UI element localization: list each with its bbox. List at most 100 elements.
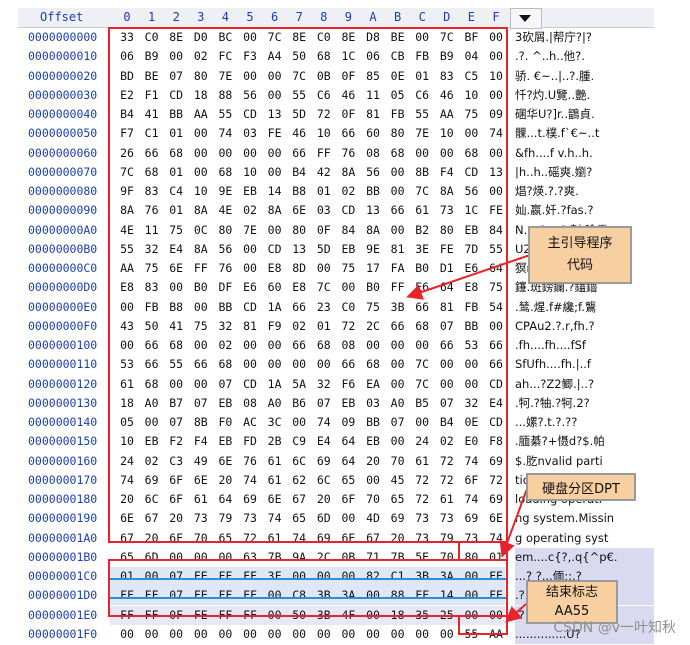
hex-byte[interactable]: C0 — [341, 299, 356, 314]
hex-byte[interactable]: 68 — [390, 145, 405, 160]
hex-byte[interactable]: 69 — [316, 453, 331, 468]
hex-byte[interactable]: C6 — [415, 87, 430, 102]
hex-byte[interactable]: CD — [169, 87, 184, 102]
row-text-preview[interactable]: 3砍屑.|帮庁?|? — [515, 30, 592, 44]
hex-byte[interactable]: 8E — [292, 30, 307, 44]
hex-byte[interactable]: 00 — [341, 626, 356, 641]
hex-byte[interactable]: FF — [144, 607, 159, 622]
hex-byte[interactable]: 83 — [144, 184, 159, 198]
hex-byte[interactable]: 74 — [218, 126, 233, 141]
hex-byte[interactable]: 41 — [169, 318, 184, 333]
hex-byte[interactable]: 7C — [120, 164, 134, 179]
hex-byte[interactable]: 7C — [267, 30, 282, 44]
hex-byte[interactable]: 24 — [415, 434, 430, 449]
hex-byte[interactable]: FE — [439, 241, 454, 256]
hex-byte[interactable]: 46 — [341, 87, 356, 102]
hex-byte[interactable]: 73 — [439, 203, 454, 218]
hex-byte[interactable]: E8 — [292, 280, 307, 295]
hex-byte[interactable]: 50 — [292, 607, 307, 622]
hex-byte[interactable]: 61 — [193, 492, 208, 506]
hex-byte[interactable]: 00 — [415, 30, 430, 44]
hex-byte[interactable]: 76 — [144, 203, 159, 218]
hex-byte[interactable]: 07 — [390, 415, 405, 429]
hex-byte[interactable]: 4E — [120, 222, 134, 237]
hex-byte[interactable]: 00 — [267, 68, 282, 83]
hex-byte[interactable]: C0 — [144, 30, 159, 44]
hex-byte[interactable]: 74 — [464, 492, 479, 506]
hex-byte[interactable]: BB — [464, 318, 479, 333]
hex-byte[interactable]: 10 — [243, 164, 257, 179]
hex-byte[interactable]: A0 — [267, 395, 282, 410]
hex-byte[interactable]: 09 — [341, 415, 356, 429]
hex-byte[interactable]: 11 — [144, 222, 159, 237]
row-text-preview[interactable]: 焻?煐.?.?爽. — [515, 184, 579, 198]
hex-byte[interactable]: 00 — [144, 415, 159, 429]
hex-byte[interactable]: FF — [193, 261, 208, 275]
hex-byte[interactable]: 00 — [267, 145, 282, 160]
hex-byte[interactable]: 7C — [415, 184, 430, 198]
hex-byte[interactable]: 83 — [144, 280, 159, 295]
hex-byte[interactable]: 00 — [193, 145, 208, 160]
hex-byte[interactable]: 7E — [243, 222, 257, 237]
hex-byte[interactable]: 02 — [292, 318, 307, 333]
hex-byte[interactable]: 72 — [489, 472, 503, 487]
hex-byte[interactable]: DF — [218, 280, 233, 295]
hex-byte[interactable]: 68 — [169, 338, 184, 352]
hex-byte[interactable]: 20 — [316, 492, 331, 506]
hex-byte[interactable]: 0F — [341, 107, 356, 121]
hex-byte[interactable]: 7C — [415, 357, 430, 372]
hex-byte[interactable]: EB — [218, 395, 233, 410]
hex-byte[interactable]: 00 — [415, 338, 430, 352]
hex-byte[interactable]: BE — [390, 30, 405, 44]
hex-byte[interactable]: 3E — [415, 241, 430, 256]
hex-byte[interactable]: 10 — [489, 68, 503, 83]
hex-byte[interactable]: 0B — [316, 68, 331, 83]
hex-byte[interactable]: 75 — [341, 261, 356, 275]
row-text-preview[interactable]: .fh....fh....fSf — [515, 338, 586, 352]
row-text-preview[interactable]: ah...?Z2鲫.|..? — [515, 376, 595, 391]
hex-byte[interactable]: B2 — [415, 222, 430, 237]
hex-byte[interactable]: 00 — [390, 184, 405, 198]
hex-byte[interactable]: 68 — [169, 145, 184, 160]
hex-byte[interactable]: 45 — [390, 472, 405, 487]
hex-byte[interactable]: 00 — [243, 145, 257, 160]
hex-byte[interactable]: 80 — [193, 68, 208, 83]
hex-byte[interactable]: 66 — [390, 203, 405, 218]
hex-byte[interactable]: 55 — [218, 107, 233, 121]
hex-byte[interactable]: 80 — [439, 222, 454, 237]
hex-byte[interactable]: 66 — [439, 338, 454, 352]
hex-byte[interactable]: 75 — [193, 318, 208, 333]
hex-byte[interactable]: C0 — [316, 30, 331, 44]
hex-byte[interactable]: 09 — [489, 107, 503, 121]
hex-byte[interactable]: 72 — [341, 318, 356, 333]
hex-byte[interactable]: 04 — [464, 49, 479, 64]
hex-byte[interactable]: 07 — [169, 415, 184, 429]
hex-byte[interactable]: 00 — [243, 338, 257, 352]
hex-byte[interactable]: 00 — [464, 126, 479, 141]
hex-byte[interactable]: 00 — [390, 222, 405, 237]
hex-byte[interactable]: FF — [390, 280, 405, 295]
hex-byte[interactable]: 76 — [243, 453, 257, 468]
hex-byte[interactable]: B4 — [292, 164, 307, 179]
hex-byte[interactable]: CD — [243, 376, 257, 391]
hex-byte[interactable]: CD — [243, 107, 257, 121]
hex-byte[interactable]: F4 — [193, 434, 208, 449]
hex-byte[interactable]: 8B — [415, 164, 430, 179]
hex-byte[interactable]: 6C — [292, 453, 307, 468]
hex-byte[interactable]: 00 — [267, 626, 282, 641]
hex-byte[interactable]: 6D — [316, 511, 331, 526]
hex-byte[interactable]: 0F — [316, 222, 331, 237]
hex-byte[interactable]: 75 — [144, 261, 159, 275]
hex-byte[interactable]: FB — [144, 299, 159, 314]
hex-byte[interactable]: 00 — [144, 626, 159, 641]
hex-byte[interactable]: 60 — [366, 126, 380, 141]
hex-byte[interactable]: 00 — [193, 126, 208, 141]
hex-byte[interactable]: D8 — [366, 30, 380, 44]
hex-byte[interactable]: 85 — [366, 68, 380, 83]
hex-byte[interactable]: 00 — [366, 472, 380, 487]
